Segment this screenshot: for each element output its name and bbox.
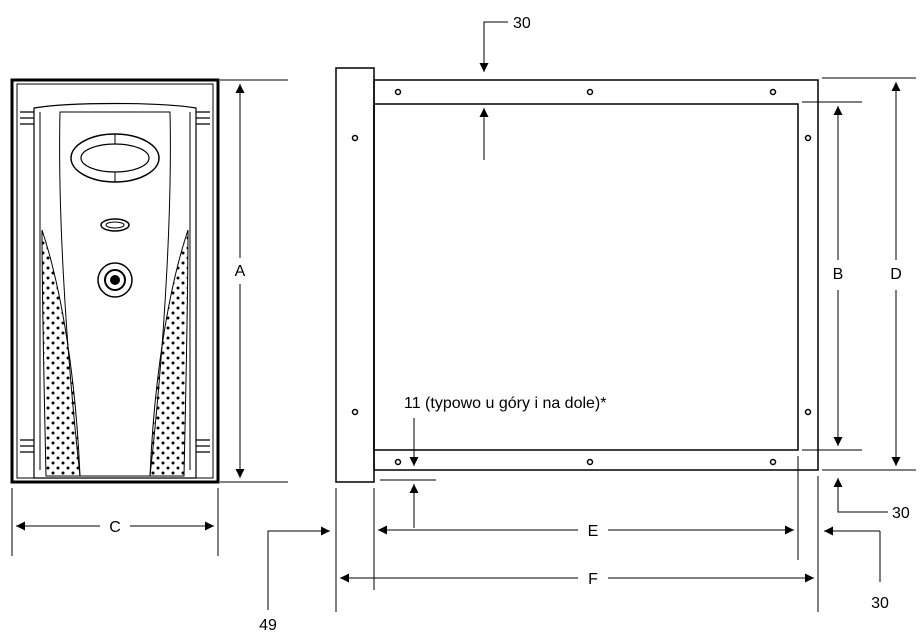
drive-front-view xyxy=(10,78,220,484)
drive-outer-frame xyxy=(10,78,220,484)
label-flange-note: 11 (typowo u góry i na dole)* xyxy=(404,395,606,412)
logo-inner xyxy=(105,221,125,229)
dimension-left-offset: 49 xyxy=(259,526,330,633)
dimension-D: D xyxy=(822,77,916,471)
dimension-bottom-right-gap: 30 xyxy=(833,478,910,522)
label-left-offset: 49 xyxy=(259,617,277,633)
control-knob-ring xyxy=(104,269,126,291)
label-E: E xyxy=(588,523,599,540)
dimension-A: A xyxy=(220,79,288,483)
dimension-B: B xyxy=(802,101,862,451)
label-A: A xyxy=(235,263,246,280)
cutout-opening xyxy=(373,103,799,451)
left-offset-arrow xyxy=(267,526,330,610)
label-F: F xyxy=(588,571,598,588)
drive-body xyxy=(33,102,197,479)
top-gap-arrow-down xyxy=(479,21,508,72)
label-C: C xyxy=(109,519,121,536)
vent-panel-right xyxy=(149,229,189,477)
dimension-flange-11: 11 (typowo u góry i na dole)* xyxy=(380,395,606,528)
dimension-F: F xyxy=(335,476,819,612)
display-screen xyxy=(80,143,150,173)
label-D: D xyxy=(890,266,902,283)
dimension-right-gap: 30 xyxy=(824,526,889,612)
label-bottom-right-gap: 30 xyxy=(892,505,910,522)
mounting-plate-view xyxy=(335,67,819,483)
control-knob-center xyxy=(110,275,120,285)
dimension-E: E xyxy=(373,456,799,590)
vent-panel-left xyxy=(41,229,81,477)
label-B: B xyxy=(833,266,844,283)
label-right-gap: 30 xyxy=(871,595,889,612)
dimension-C: C xyxy=(11,488,219,556)
bottom-right-gap-arrow xyxy=(833,478,888,513)
label-top-gap: 30 xyxy=(513,15,531,32)
control-knob xyxy=(97,262,133,298)
dimension-top-gap: 30 xyxy=(479,15,531,160)
faceplate xyxy=(59,111,171,477)
mounting-clips xyxy=(20,111,210,453)
mounting-holes xyxy=(351,88,812,466)
side-flange xyxy=(335,67,375,483)
logo-badge xyxy=(100,218,130,232)
